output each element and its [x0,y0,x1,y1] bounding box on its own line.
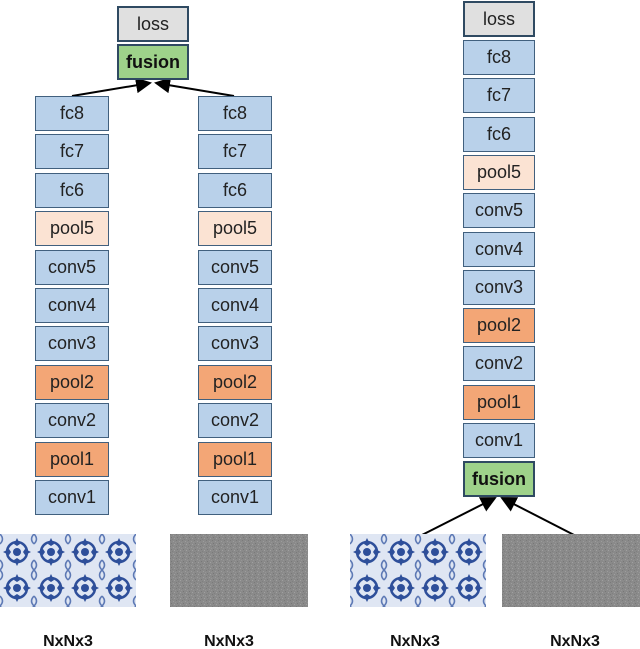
layer-fc7-box: fc7 [463,78,535,114]
layer-conv4-box: conv4 [463,231,535,267]
layer-pool1-box: pool1 [35,441,109,477]
noise-image-1 [170,534,308,607]
layer-conv3-box: conv3 [35,326,109,362]
layer-conv2-box: conv2 [463,346,535,382]
layer-conv3-box: conv3 [463,269,535,305]
layer-conv1-box: conv1 [198,480,272,515]
layer-fc7-box: fc7 [198,134,272,170]
layer-fc8-box: fc8 [35,96,109,131]
layer-pool5-box: pool5 [463,154,535,190]
arrow-image-to-fusion-a [417,497,497,538]
layer-pool2-box: pool2 [198,364,272,400]
layer-pool5-box: pool5 [35,211,109,247]
layer-conv1-box: conv1 [35,480,109,515]
layer-pool2-box: pool2 [35,364,109,400]
layer-pool1-box: pool1 [198,441,272,477]
layer-fc8-box: fc8 [463,40,535,75]
right-fusion-box: fusion [463,461,535,497]
layer-pool1-box: pool1 [463,384,535,420]
arrow-left-a-to-fusion [71,77,152,97]
layer-fc8-box: fc8 [198,96,272,131]
noise-image-2 [502,534,640,607]
arrow-left-b-to-fusion [154,77,235,97]
caption-2: NxNx3 [204,633,254,649]
arrow-image-to-fusion-b [500,497,579,538]
layer-fc6-box: fc6 [463,116,535,152]
layer-conv4-box: conv4 [198,288,272,323]
texture-image-2 [350,534,486,607]
left-loss-box: loss [117,6,189,42]
layer-conv4-box: conv4 [35,288,109,323]
layer-conv5-box: conv5 [198,249,272,285]
layer-fc7-box: fc7 [35,134,109,170]
layer-fc6-box: fc6 [198,172,272,208]
layer-pool2-box: pool2 [463,308,535,344]
layer-conv3-box: conv3 [198,326,272,362]
layer-conv2-box: conv2 [198,403,272,439]
layer-pool5-box: pool5 [198,211,272,247]
layer-conv2-box: conv2 [35,403,109,439]
layer-conv5-box: conv5 [463,193,535,229]
caption-3: NxNx3 [390,633,440,649]
layer-conv5-box: conv5 [35,249,109,285]
caption-4: NxNx3 [550,633,600,649]
right-loss-box: loss [463,1,535,37]
layer-conv1-box: conv1 [463,423,535,458]
layer-fc6-box: fc6 [35,172,109,208]
texture-image-1 [0,534,136,607]
left-fusion-box: fusion [117,44,189,80]
caption-1: NxNx3 [43,633,93,649]
